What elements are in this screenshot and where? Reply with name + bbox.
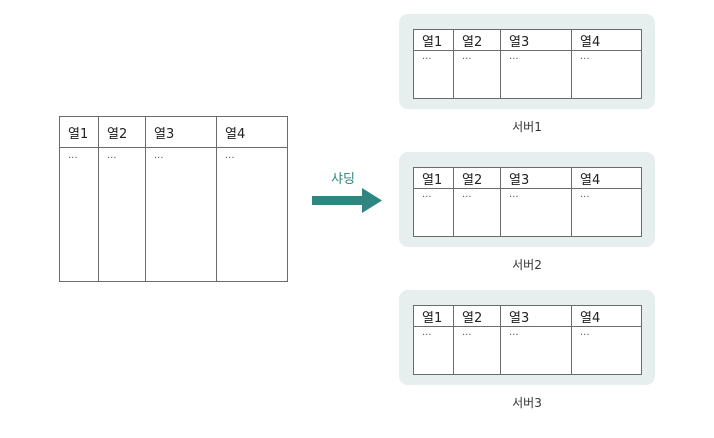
table-row: ··· ··· ··· ··· — [413, 50, 642, 99]
server-3-box: 열1 열2 열3 열4 ··· ··· ··· ··· — [399, 290, 655, 385]
server-1-box: 열1 열2 열3 열4 ··· ··· ··· ··· — [399, 14, 655, 109]
server-3-table: 열1 열2 열3 열4 ··· ··· ··· ··· — [413, 305, 642, 375]
server-1-label: 서버1 — [512, 120, 542, 134]
table-cell: ··· — [453, 188, 501, 237]
column-header: 열4 — [571, 29, 642, 51]
column-header: 열1 — [413, 29, 454, 51]
server-2-box: 열1 열2 열3 열4 ··· ··· ··· ··· — [399, 152, 655, 247]
column-header: 열3 — [145, 116, 217, 148]
server-2-table: 열1 열2 열3 열4 ··· ··· ··· ··· — [413, 167, 642, 237]
table-cell: ··· — [500, 50, 572, 99]
column-header: 열1 — [59, 116, 99, 148]
column-header: 열1 — [413, 305, 454, 327]
table-cell: ··· — [98, 147, 146, 282]
server-1-table: 열1 열2 열3 열4 ··· ··· ··· ··· — [413, 29, 642, 99]
table-cell: ··· — [413, 326, 454, 375]
column-header: 열3 — [500, 305, 572, 327]
table-cell: ··· — [145, 147, 217, 282]
table-row: ··· ··· ··· ··· — [413, 188, 642, 237]
arrow-shaft — [312, 196, 366, 205]
table-header-row: 열1 열2 열3 열4 — [413, 305, 642, 327]
table-cell: ··· — [59, 147, 99, 282]
table-row: ··· ··· ··· ··· — [59, 147, 288, 282]
table-cell: ··· — [413, 50, 454, 99]
column-header: 열4 — [571, 167, 642, 189]
sharding-arrow-icon — [312, 188, 382, 213]
table-header-row: 열1 열2 열3 열4 — [59, 116, 288, 148]
table-cell: ··· — [453, 50, 501, 99]
table-header-row: 열1 열2 열3 열4 — [413, 167, 642, 189]
table-row: ··· ··· ··· ··· — [413, 326, 642, 375]
table-cell: ··· — [571, 50, 642, 99]
arrow-head — [362, 188, 382, 213]
server-2-label: 서버2 — [512, 258, 542, 272]
sharding-arrow-label: 샤딩 — [331, 172, 355, 187]
column-header: 열4 — [216, 116, 288, 148]
table-cell: ··· — [413, 188, 454, 237]
server-3-label: 서버3 — [512, 396, 542, 410]
table-cell: ··· — [571, 188, 642, 237]
table-header-row: 열1 열2 열3 열4 — [413, 29, 642, 51]
column-header: 열2 — [453, 305, 501, 327]
table-cell: ··· — [571, 326, 642, 375]
table-cell: ··· — [500, 326, 572, 375]
source-table: 열1 열2 열3 열4 ··· ··· ··· ··· — [59, 116, 288, 282]
column-header: 열3 — [500, 167, 572, 189]
column-header: 열2 — [98, 116, 146, 148]
column-header: 열2 — [453, 167, 501, 189]
column-header: 열3 — [500, 29, 572, 51]
table-cell: ··· — [453, 326, 501, 375]
column-header: 열1 — [413, 167, 454, 189]
column-header: 열4 — [571, 305, 642, 327]
table-cell: ··· — [216, 147, 288, 282]
table-cell: ··· — [500, 188, 572, 237]
column-header: 열2 — [453, 29, 501, 51]
